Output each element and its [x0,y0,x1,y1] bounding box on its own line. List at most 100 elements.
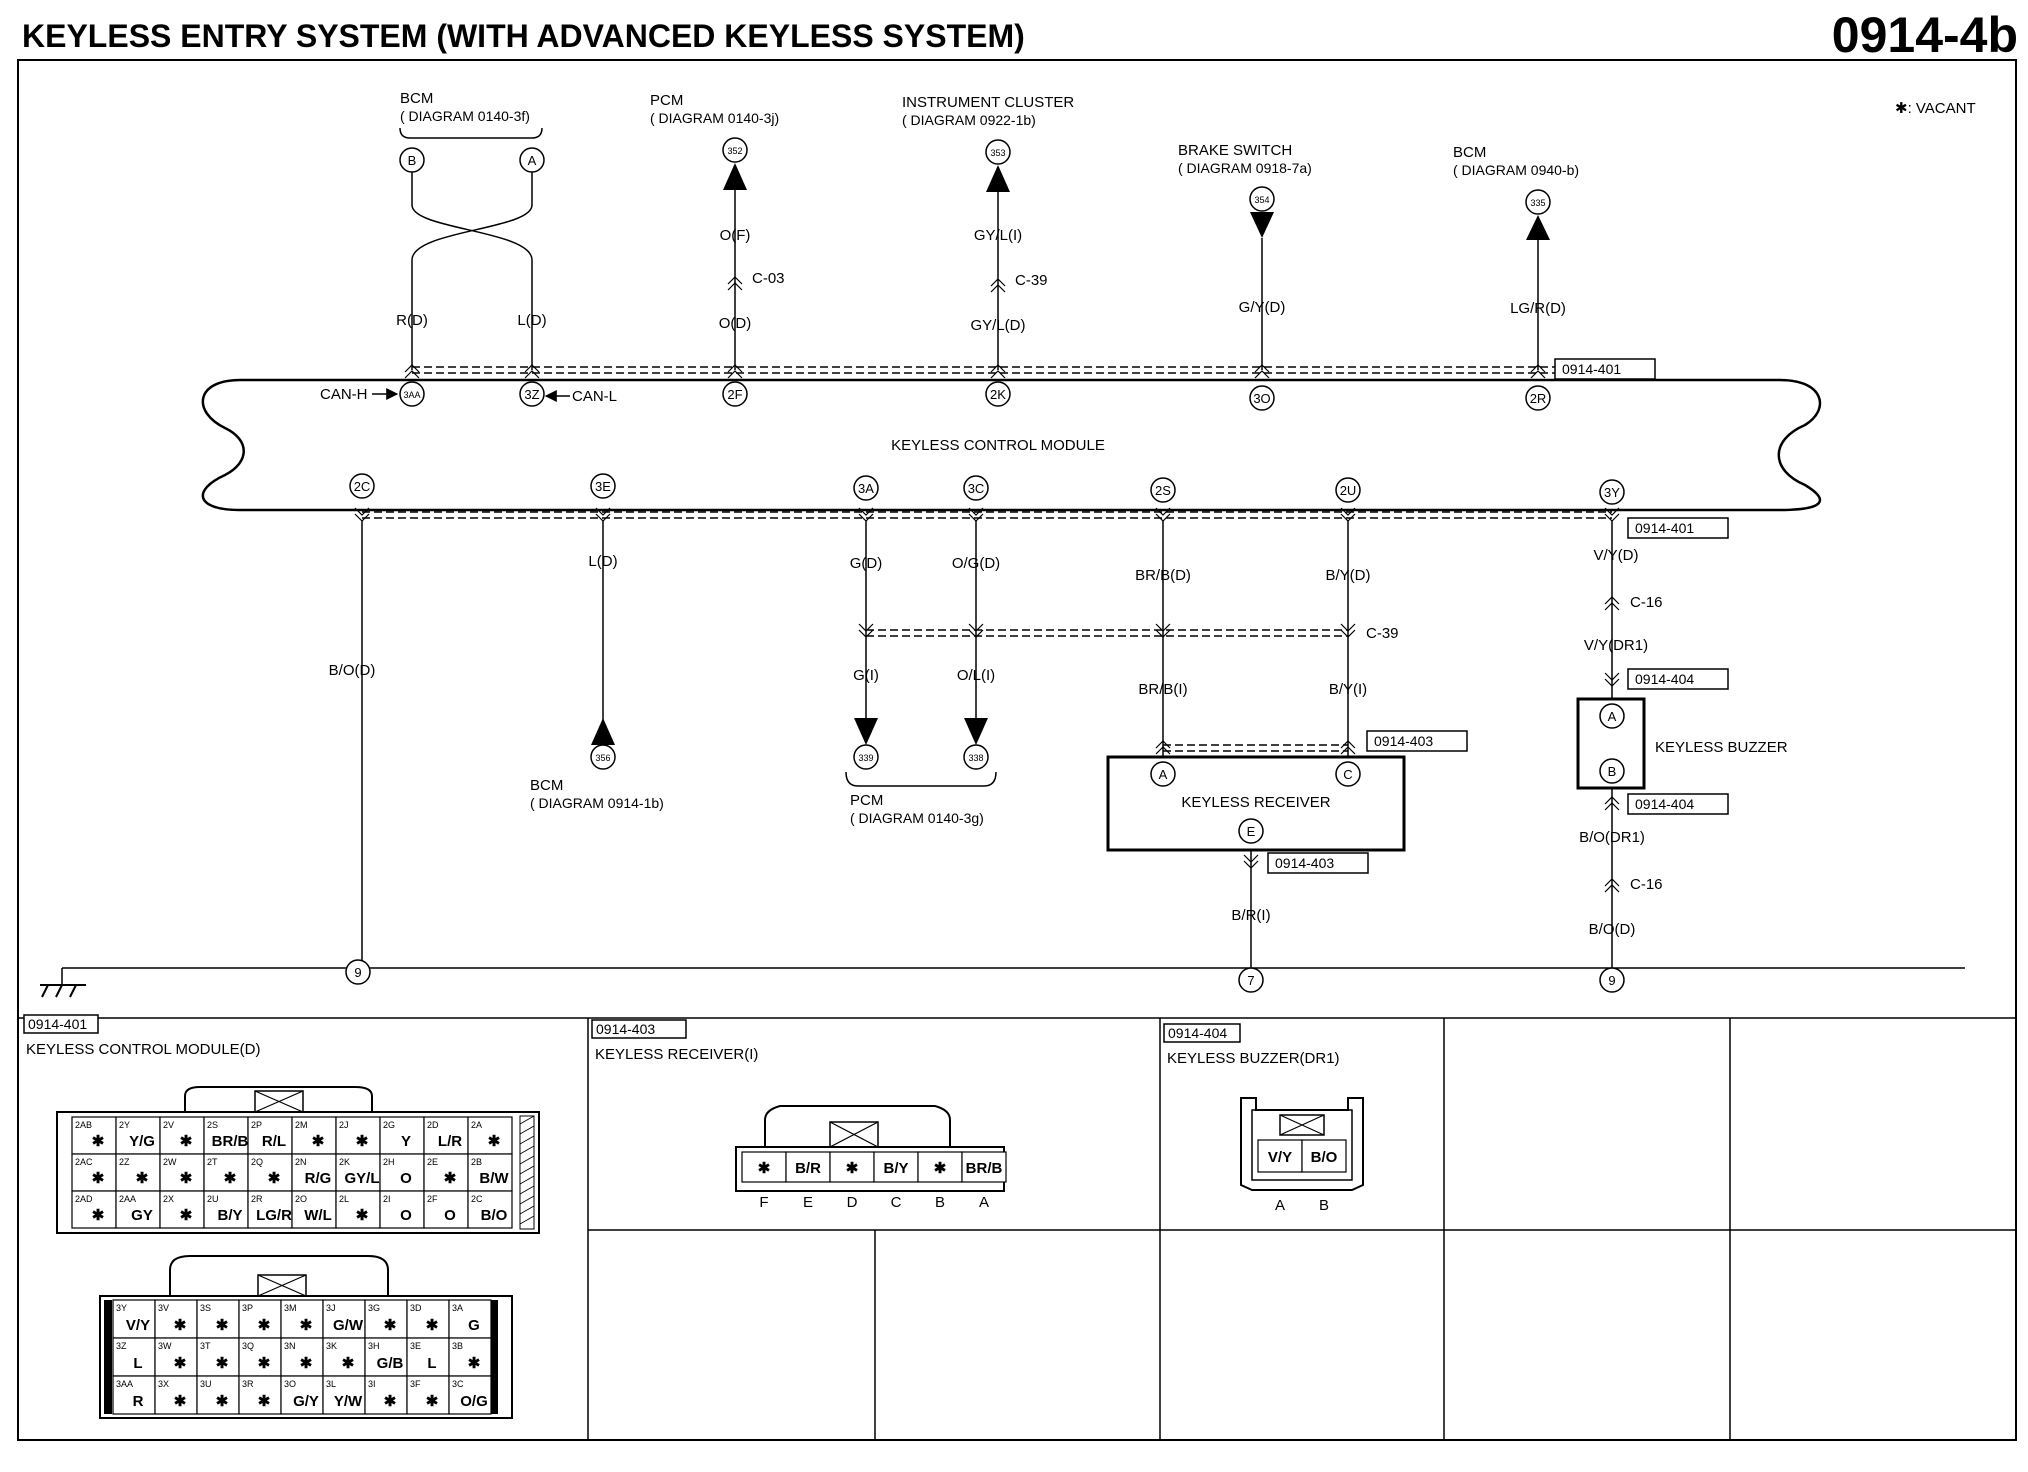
rx-cell [917,1151,963,1183]
ref-box-rx-top [1366,730,1468,752]
pcm-bottom-arrow-2 [964,718,988,745]
bz-connector-title: KEYLESS BUZZER(DR1) [1167,1050,1340,1067]
kcm-lower-cell-color: L [427,1355,436,1372]
kcm-upper-cell-color: ✱ [444,1170,457,1187]
connector-c03-label: C-03 [752,270,785,287]
brake-name: BRAKE SWITCH [1178,142,1292,159]
kcm-upper-cell-color: Y/G [129,1133,155,1150]
kcm-upper-cell-pin: 2M [295,1120,308,1130]
bcm-top-source: BCM ( DIAGRAM 0140-3f) B A [399,90,545,370]
bz-pin-letter: A [1275,1197,1285,1214]
connector-panel-grid [18,1017,2016,1440]
pin-3z-label: 3Z [524,387,539,402]
kcm-lower-cell [238,1337,282,1377]
pin-2u [1335,477,1361,503]
pcm-bottom-ref: ( DIAGRAM 0140-3g) [850,810,984,826]
kcm-upper-cell-color: ✱ [356,1133,369,1150]
kcm-upper-cell-color: O [444,1207,456,1224]
kcm-lower-cell-color: ✱ [174,1393,187,1410]
ref-box-bz-top-label: 0914-404 [1635,671,1694,687]
pin-3y [1599,479,1625,505]
kcm-lower-cell-pin: 3Z [116,1341,127,1351]
bz-cell-color: V/Y [1268,1149,1292,1166]
kcm-lower-cell-pin: 3P [242,1303,253,1313]
rx-pin-letter: D [847,1194,858,1211]
c39-chevrons [858,623,1356,638]
wire-label-brb-i: BR/B(I) [1138,681,1187,698]
pin-3aa-label: 3AA [403,390,420,400]
kcm-upper-cell-color: ✱ [268,1170,281,1187]
bcm-bottom-ref: ( DIAGRAM 0914-1b) [530,795,664,811]
kcm-upper-cell-pin: 2S [207,1120,218,1130]
kcm-upper-cell-color: R/L [262,1133,286,1150]
kcm-upper-cell [291,1190,337,1229]
rx-cell-color: B/Y [883,1160,908,1177]
kcm-upper-cell-color: ✱ [356,1207,369,1224]
ref-box-kcm-panel-label: 0914-401 [28,1016,87,1032]
kcm-upper-cell-pin: 2N [295,1157,307,1167]
kcm-lower-cell-pin: 3X [158,1379,169,1389]
pin-2c-label: 2C [354,479,371,494]
wire-label-vy-d: V/Y(D) [1594,547,1639,564]
kcm-upper-cell-pin: 2F [427,1194,438,1204]
kcm-upper-cell [203,1116,249,1155]
kcm-lower-cell-pin: 3N [284,1341,296,1351]
connector-c39-label-mid: C-39 [1366,625,1399,642]
kcm-upper-cell [467,1153,513,1192]
kcm-lower-cell [364,1299,408,1339]
pin-2k [985,381,1011,407]
pin-2c [349,473,375,499]
wire-label-bo-d-right: B/O(D) [1589,921,1636,938]
bz-connector: V/YAB/OB [1240,1097,1364,1214]
kcm-lower-cell-pin: 3H [368,1341,380,1351]
kcm-lower-cell [406,1375,450,1415]
pcm-bottom-ref-num-1: 339 [858,753,873,763]
receiver-pin-a [1150,761,1176,787]
ground-point-2 [1238,967,1264,993]
kcm-upper-cell [115,1190,161,1229]
wire-label-of: O(F) [720,227,751,244]
buzzer-pin-b [1599,758,1625,784]
kcm-upper-cell-color: W/L [304,1207,332,1224]
wire-label-gy-d: G/Y(D) [1239,299,1286,316]
kcm-upper-cell-color: ✱ [136,1170,149,1187]
rx-pin-letter: E [803,1194,813,1211]
cluster-ref-num: 353 [990,148,1005,158]
kcm-lower-cell-pin: 3D [410,1303,422,1313]
ref-box-bz-panel-label: 0914-404 [1168,1025,1227,1041]
receiver-pin-e-label: E [1247,824,1256,839]
kcm-lower-cell [238,1375,282,1415]
kcm-upper-cell-pin: 2C [471,1194,483,1204]
brake-ref-num: 354 [1254,195,1269,205]
rx-pin-letter: A [979,1194,989,1211]
buzzer-pin-a [1599,703,1625,729]
kcm-upper-cell-color: B/O [481,1207,508,1224]
pcm-top-ref: ( DIAGRAM 0140-3j) [650,110,779,126]
kcm-upper-cell [423,1116,469,1155]
wire-label-by-d: B/Y(D) [1326,567,1371,584]
kcm-lower-cell [364,1337,408,1377]
kcm-upper-cell-pin: 2AC [75,1157,93,1167]
wire-label-lgr-d: LG/R(D) [1510,300,1566,317]
kcm-upper-cell-color: BR/B [212,1133,249,1150]
kcm-upper-cell-pin: 2I [383,1194,391,1204]
ref-box-kcm-bottom-label: 0914-401 [1635,520,1694,536]
wire-label-g-i: G(I) [853,667,879,684]
ground-point-3 [1599,967,1625,993]
rx-cell-color: BR/B [966,1160,1003,1177]
cluster-ref-circle [985,139,1011,165]
pin-3o [1249,385,1275,411]
rx-pin-letter: F [759,1194,768,1211]
kcm-upper-cell [247,1190,293,1229]
wire-label-g-d: G(D) [850,555,883,572]
bcm-top-ref: ( DIAGRAM 0140-3f) [400,108,530,124]
bcm-top-name: BCM [400,90,433,107]
pcm-top-ref-num: 352 [727,146,742,156]
pcm-top-name: PCM [650,92,683,109]
rx-cell [961,1151,1007,1183]
kcm-lower-cell-color: Y/W [334,1393,363,1410]
connector-c16-label-bottom: C-16 [1630,876,1663,893]
kcm-bottom-pins: 2C 3E 3A 3C 2S 2U 3Y [349,473,1625,505]
bz-pin-letter: B [1319,1197,1329,1214]
kcm-upper-cell-color: B/W [479,1170,509,1187]
